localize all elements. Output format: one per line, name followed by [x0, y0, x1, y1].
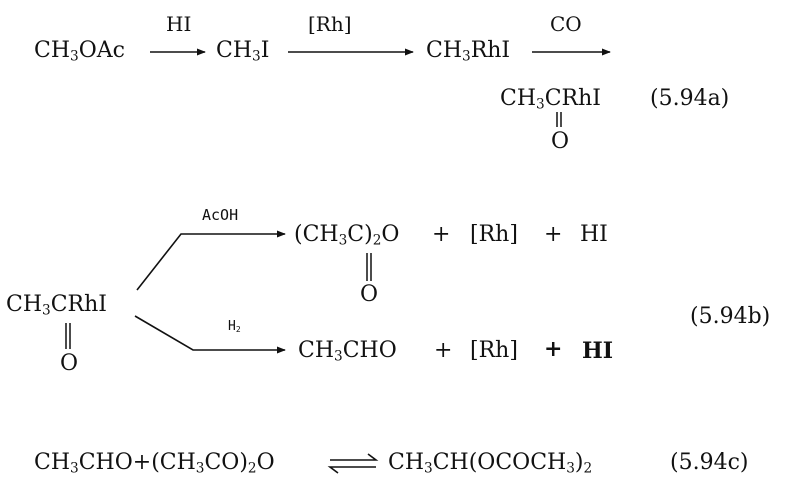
equilibrium-forward-harpoon	[330, 453, 379, 461]
upper-rhodium: [Rh]	[470, 222, 518, 247]
acetyl-rhodium-reactant: CH3CRhI	[6, 292, 107, 319]
acetyl-rhodium-iodide: CH3CRhI	[500, 86, 601, 113]
lower-rhodium: [Rh]	[470, 338, 518, 363]
arrow-label-rh: [Rh]	[308, 12, 352, 36]
arrow-h2	[134, 315, 286, 354]
methyl-iodide: CH3I	[216, 38, 270, 65]
methyl-rhodium-iodide: CH3RhI	[426, 38, 511, 65]
acetaldehyde: CH3CHO	[298, 338, 397, 365]
arrow-label-acoh: AcOH	[202, 206, 239, 224]
upper-plus-1: +	[432, 222, 451, 247]
equation-label-5-94b: (5.94b)	[690, 304, 771, 329]
acetic-anhydride: (CH3C)2O	[294, 222, 400, 249]
upper-plus-2: +	[544, 222, 563, 247]
equilibrium-reverse-harpoon	[327, 466, 376, 474]
arrow-acoh	[136, 230, 286, 291]
lower-plus-1: +	[434, 338, 453, 363]
lower-hydrogen-iodide: HI	[582, 338, 614, 364]
upper-hydrogen-iodide: HI	[580, 222, 608, 247]
reactant-oxygen: O	[60, 351, 79, 376]
equation-label-5-94c: (5.94c)	[670, 450, 749, 475]
arrow-label-co: CO	[550, 12, 582, 36]
equilibrium-right-side: CH3CH(OCOCH3)2	[388, 450, 593, 477]
anhydride-oxygen: O	[360, 282, 379, 307]
lower-plus-2: +	[544, 336, 563, 362]
arrow-label-h2: H2	[228, 319, 241, 334]
acyl-oxygen-a: O	[551, 129, 570, 154]
equilibrium-left-side: CH3CHO+(CH3CO)2O	[34, 450, 275, 477]
arrow-label-hi: HI	[166, 12, 192, 36]
equation-label-5-94a: (5.94a)	[650, 86, 730, 111]
methyl-acetate: CH3OAc	[34, 38, 125, 65]
